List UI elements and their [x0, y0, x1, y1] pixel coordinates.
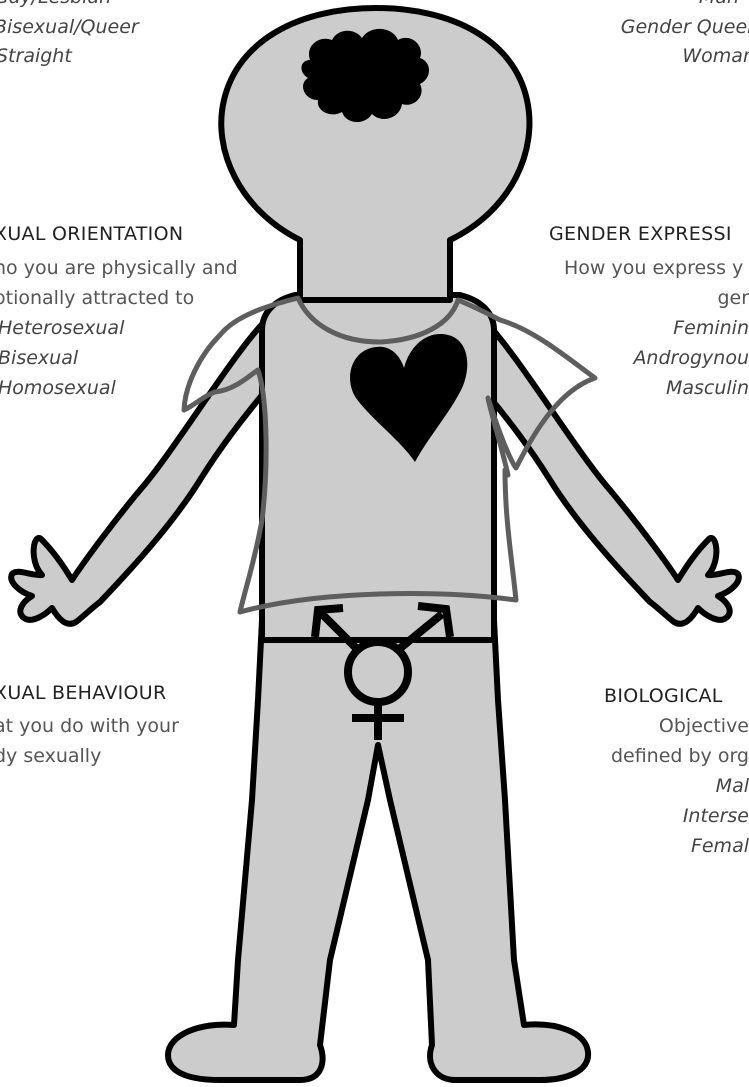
- top-right-item: Man: [599, 0, 739, 10]
- top-right-item: Gender Queer: [555, 14, 749, 40]
- gender-expression-desc: ger: [649, 285, 749, 311]
- gender-expression-desc: How you express y: [564, 255, 743, 281]
- sexual-orientation-item: Heterosexual: [0, 315, 124, 341]
- sexual-orientation-item: Homosexual: [0, 375, 116, 401]
- sexual-orientation-item: Bisexual: [0, 345, 78, 371]
- legs: [168, 620, 588, 1080]
- sexual-orientation-title: XUAL ORIENTATION: [0, 221, 183, 247]
- biological-sex-title: BIOLOGICAL: [604, 683, 723, 709]
- gender-expression-item: Androgynou: [589, 345, 749, 371]
- top-left-item: Gay/Lesbian: [0, 0, 111, 10]
- biological-sex-item: Femal: [649, 833, 749, 859]
- top-left-item: Bisexual/Queer: [0, 14, 139, 40]
- gender-expression-item: Masculin: [609, 375, 749, 401]
- sexual-behaviour-desc: dy sexually: [0, 743, 101, 769]
- biological-sex-item: Interse: [649, 803, 749, 829]
- biological-sex-desc: defined by org: [549, 743, 749, 769]
- top-left-item: Straight: [0, 43, 72, 69]
- sexual-orientation-desc: ho you are physically and: [0, 255, 238, 281]
- sexual-behaviour-desc: at you do with your: [0, 713, 179, 739]
- biological-sex-item: Mal: [649, 773, 749, 799]
- gender-expression-title: GENDER EXPRESSI: [549, 221, 732, 247]
- biological-sex-desc: Objective: [609, 713, 749, 739]
- top-right-item: Woman: [615, 43, 749, 69]
- sexual-behaviour-title: XUAL BEHAVIOUR: [0, 680, 167, 706]
- gender-expression-item: Feminin: [609, 315, 749, 341]
- sexual-orientation-desc: otionally attracted to: [0, 285, 194, 311]
